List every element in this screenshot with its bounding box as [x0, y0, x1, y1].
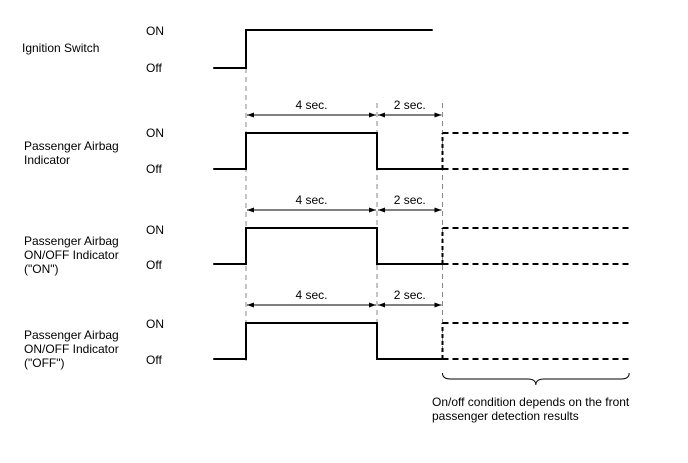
signal-row-ignition: Ignition Switch ON Off — [22, 24, 164, 75]
signal-label-line2: ON/OFF Indicator — [24, 342, 119, 356]
on-level-label: ON — [146, 223, 164, 237]
off-level-label: Off — [146, 162, 162, 176]
brace-note-line1: On/off condition depends on the front — [432, 395, 630, 409]
signal-label-ignition-line1: Ignition Switch — [22, 41, 99, 55]
off-level-label: Off — [146, 258, 162, 272]
waveform-on-off-indicator-on — [213, 227, 443, 265]
signal-label-line2: ON/OFF Indicator — [24, 248, 119, 262]
signal-row-on-off-indicator-off: Passenger Airbag ON/OFF Indicator ("OFF"… — [24, 317, 164, 370]
undetermined-brace: On/off condition depends on the front pa… — [432, 372, 630, 423]
time-guide-lines — [245, 68, 443, 362]
signal-label-line2: Indicator — [24, 153, 70, 167]
signal-label-line1: Passenger Airbag — [24, 328, 119, 342]
curly-brace — [442, 372, 630, 386]
off-level-label: Off — [146, 353, 162, 367]
off-level-label: Off — [146, 61, 162, 75]
on-level-label: ON — [146, 24, 164, 38]
brace-note-line2: passenger detection results — [432, 409, 579, 423]
on-level-label: ON — [146, 317, 164, 331]
waveform-ignition — [213, 29, 433, 69]
signal-label-line1: Passenger Airbag — [24, 234, 119, 248]
duration-label: 4 sec. — [295, 193, 327, 207]
signal-label-line3: ("OFF") — [24, 356, 65, 370]
signal-row-on-off-indicator-on: Passenger Airbag ON/OFF Indicator ("ON")… — [24, 223, 164, 276]
duration-label: 4 sec. — [295, 98, 327, 112]
signal-row-passenger-airbag-indicator: Passenger Airbag Indicator ON Off — [24, 126, 164, 176]
signal-label-line3: ("ON") — [24, 262, 59, 276]
signal-rows: Ignition Switch ON Off Passenger Airbag … — [22, 24, 164, 370]
duration-markers: 4 sec. 2 sec. 4 sec. 2 sec. 4 sec. 2 sec. — [247, 98, 442, 308]
waveform-on-off-indicator-off — [213, 322, 443, 360]
signal-label-line1: Passenger Airbag — [24, 139, 119, 153]
duration-label: 4 sec. — [295, 288, 327, 302]
duration-label: 2 sec. — [394, 98, 426, 112]
duration-label: 2 sec. — [394, 193, 426, 207]
duration-label: 2 sec. — [394, 288, 426, 302]
waveforms — [213, 29, 630, 360]
on-level-label: ON — [146, 126, 164, 140]
waveform-passenger-airbag-indicator — [213, 132, 443, 170]
